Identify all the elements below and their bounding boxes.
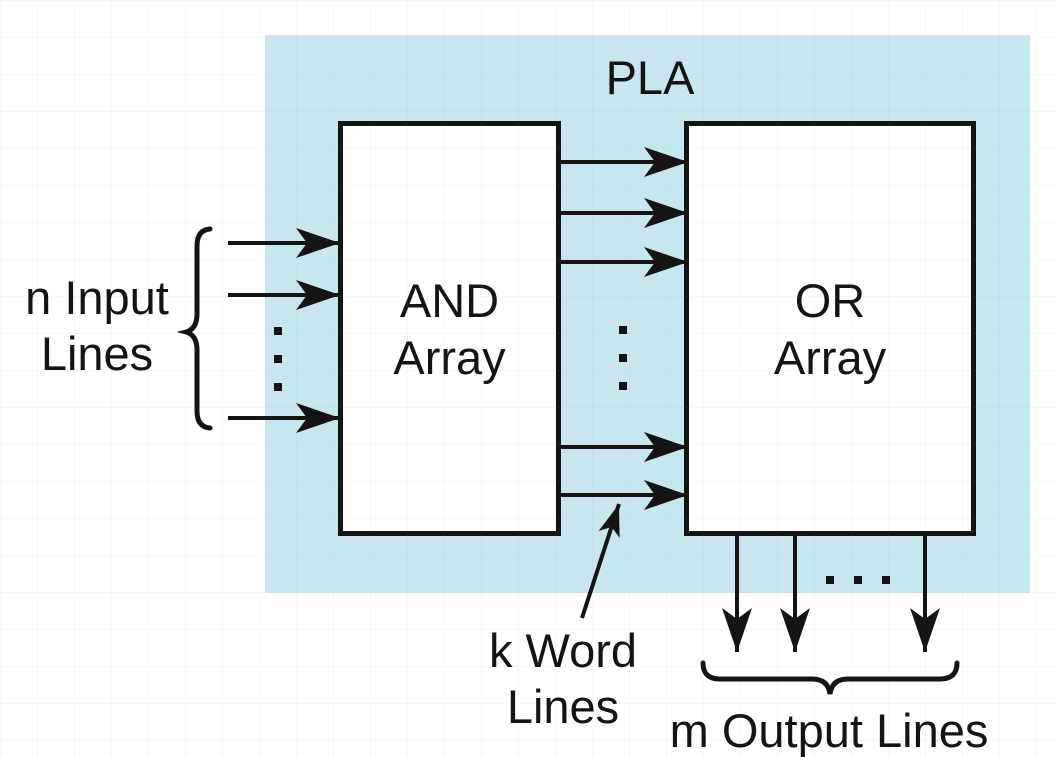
and-array-box: AND Array [338, 121, 561, 536]
and-array-label: AND Array [393, 272, 505, 386]
input-ellipsis-dots [274, 327, 282, 391]
pla-title: PLA [605, 51, 695, 104]
word-lines-label: k Word Lines [489, 623, 637, 735]
output-lines-label: m Output Lines [669, 704, 989, 757]
input-lines-label: n Input Lines [25, 270, 169, 382]
and-array-label-line2: Array [393, 330, 506, 384]
and-array-label-line1: AND [399, 273, 500, 327]
output-arrows [722, 533, 940, 652]
input-lines-label-line1: n Input [25, 271, 169, 324]
word-lines-label-line1: k Word [489, 624, 637, 677]
or-array-label: OR Array [774, 272, 886, 386]
word-lines-label-line2: Lines [506, 680, 620, 733]
output-lines-brace [700, 660, 960, 695]
or-array-label-line1: OR [794, 273, 866, 327]
input-lines-label-line2: Lines [40, 327, 154, 380]
word-line-arrows [558, 147, 688, 510]
or-array-box: OR Array [684, 121, 976, 536]
input-lines-brace [176, 226, 213, 431]
word-lines-pointer-arrow [580, 503, 621, 619]
input-arrows [228, 228, 340, 433]
or-array-label-line2: Array [773, 330, 887, 384]
output-ellipsis-dots [826, 576, 890, 584]
word-line-ellipsis-dots [619, 326, 627, 390]
